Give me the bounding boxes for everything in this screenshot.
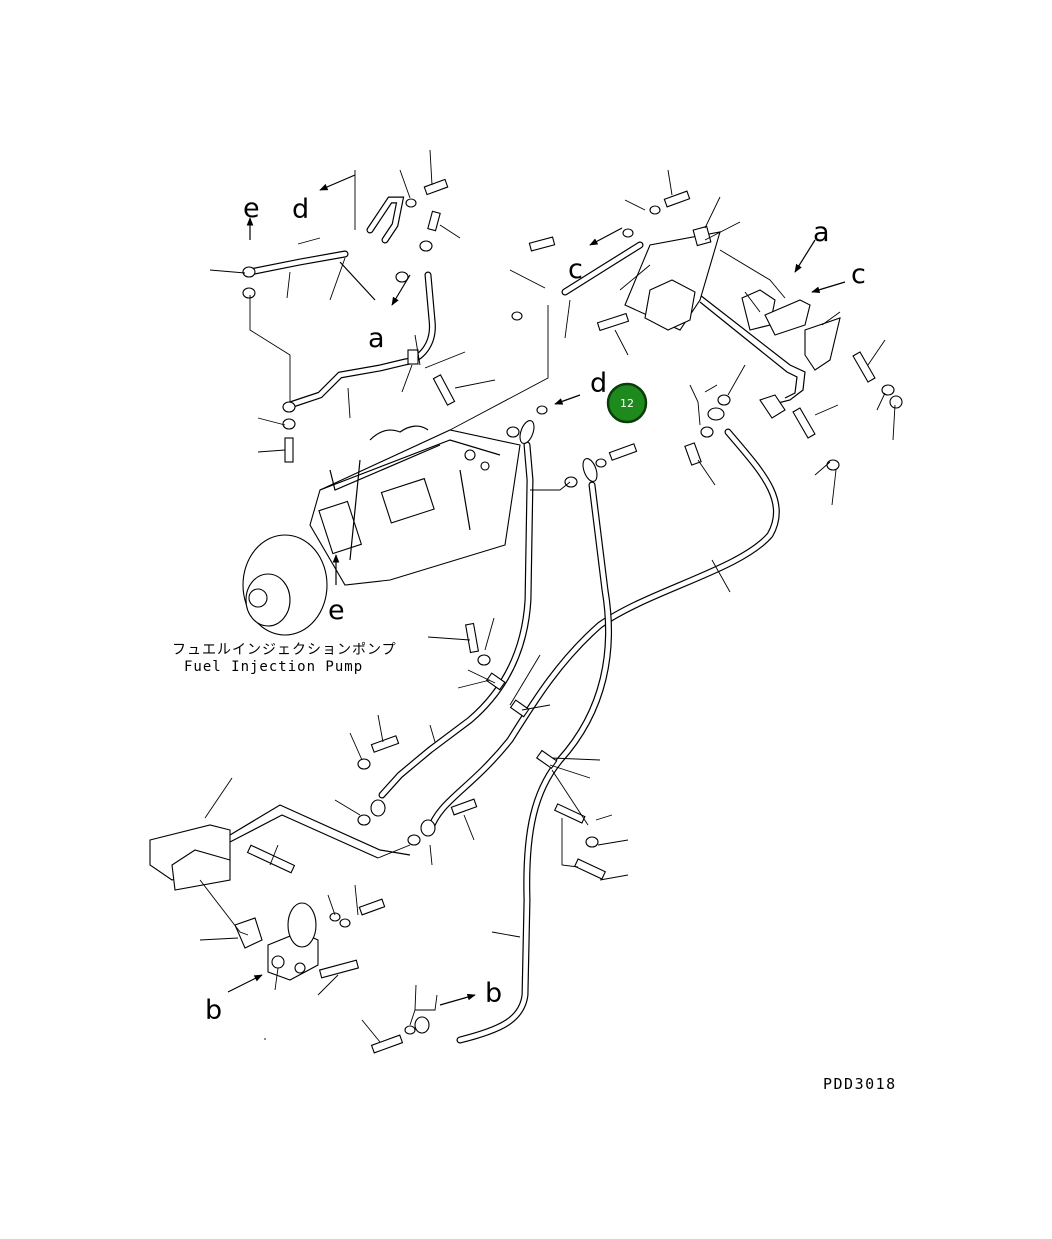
callout-badge[interactable]: 12 <box>606 382 648 424</box>
caption-english: Fuel Injection Pump <box>184 659 363 675</box>
marker-d-top: d <box>292 194 309 225</box>
marker-d-mid: d <box>590 368 607 399</box>
washers <box>242 198 903 1035</box>
bolts <box>246 178 876 1054</box>
fuel-pipes <box>246 196 806 1044</box>
callout-badge-label[interactable]: 12 <box>620 397 634 410</box>
marker-c-mid: c <box>568 254 583 285</box>
drawing-code: PDD3018 <box>823 1075 897 1093</box>
injection-pump-body <box>242 425 521 636</box>
callout-badge-circle[interactable] <box>606 382 648 424</box>
marker-a-right: a <box>813 217 830 248</box>
marker-b-right: b <box>485 978 502 1009</box>
reference-letters: e d a c d a c e b b <box>205 193 866 1026</box>
marker-b-left: b <box>205 995 222 1026</box>
marker-a-left: a <box>368 323 385 354</box>
filter-bracket <box>624 225 841 419</box>
marker-c-right: c <box>851 259 866 290</box>
marker-e-bottom: e <box>328 595 345 626</box>
caption-japanese: フュエルインジェクションポンプ <box>172 642 397 658</box>
reference-arrows <box>227 174 846 1006</box>
pipe-clamps <box>407 349 558 770</box>
leader-lines <box>199 149 896 1043</box>
feed-pump <box>149 804 411 981</box>
marker-e-top: e <box>243 193 260 224</box>
